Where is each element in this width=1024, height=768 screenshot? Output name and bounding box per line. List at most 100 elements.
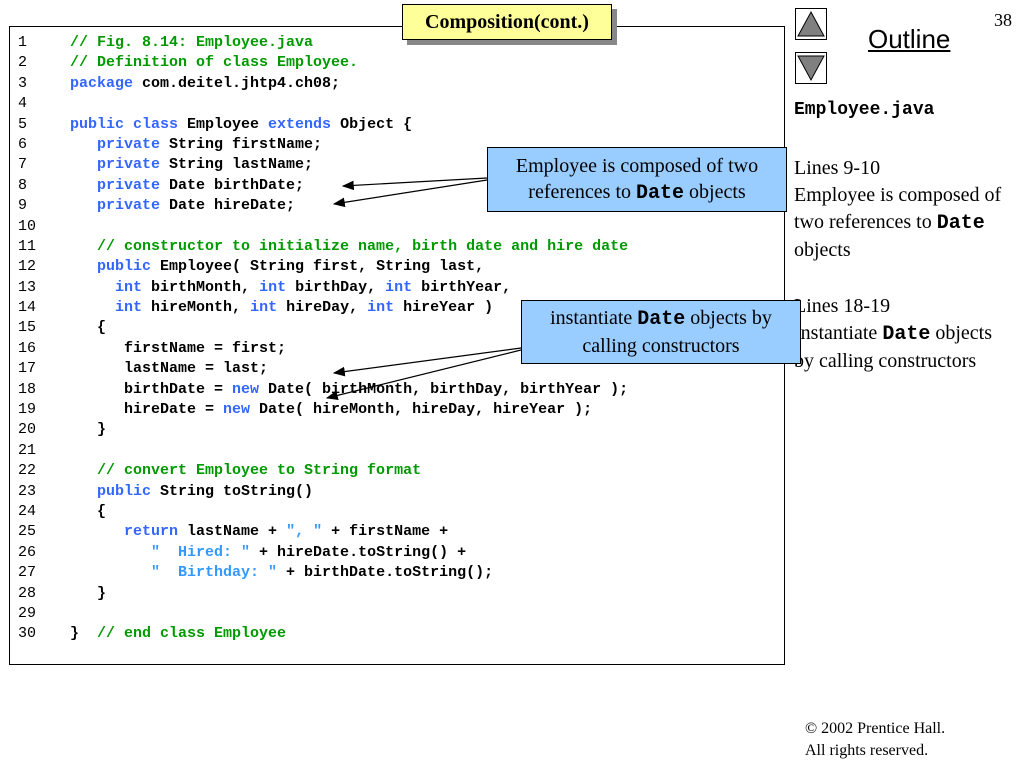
next-slide-button[interactable] — [795, 52, 827, 84]
line-number: 17 — [18, 360, 37, 378]
code-token — [70, 462, 97, 479]
line-number: 27 — [18, 564, 37, 582]
code-token: private — [97, 135, 161, 153]
code-token: private — [97, 176, 161, 194]
copyright-line-2: All rights reserved. — [805, 742, 929, 759]
line-number: 14 — [18, 299, 37, 317]
note-text: objects — [794, 239, 851, 261]
code-line: 12 public Employee( String first, String… — [10, 257, 628, 277]
line-number: 28 — [18, 584, 37, 602]
code-token: private — [97, 197, 161, 215]
line-number: 2 — [18, 54, 28, 72]
callout-instantiate: instantiate Date objects by calling cons… — [521, 300, 801, 364]
code-token — [70, 483, 97, 500]
code-token — [70, 564, 151, 581]
code-token: + birthDate.toString(); — [277, 564, 494, 582]
outline-link[interactable]: Outline — [868, 24, 951, 54]
code-listing: 1 // Fig. 8.14: Employee.java 2// Definiti… — [10, 33, 628, 645]
code-token: String lastName; — [160, 156, 314, 174]
code-line: 25 return lastName + ", " + firstName + — [10, 522, 628, 542]
callout-text: Employee is composed of two references t… — [515, 155, 759, 203]
line-number: 6 — [18, 135, 28, 153]
line-number: 16 — [18, 339, 37, 357]
code-line: 9 private Date hireDate; — [10, 196, 628, 216]
code-token: // convert Employee to String format — [97, 462, 422, 480]
code-token: hireDay, — [277, 299, 368, 317]
line-number: 11 — [18, 237, 37, 255]
code-line: 14 int hireMonth, int hireDay, int hireY… — [10, 298, 628, 318]
callout-text: objects by calling constructors — [582, 307, 772, 357]
code-token — [70, 299, 115, 316]
code-token: // constructor to initialize name, birth… — [97, 237, 629, 255]
code-token: return — [124, 523, 179, 541]
code-token: package — [70, 74, 134, 92]
code-token: birthDate = — [70, 380, 233, 398]
previous-slide-button[interactable] — [795, 8, 827, 40]
line-number: 13 — [18, 278, 37, 296]
code-token: hireMonth, — [142, 299, 251, 317]
code-line: 10 — [10, 217, 628, 237]
code-token: hireYear ) — [394, 299, 494, 317]
triangle-down-icon — [797, 55, 825, 82]
code-token: Date( hireMonth, hireDay, hireYear ); — [250, 401, 593, 419]
code-line: 28 } — [10, 584, 628, 604]
code-token: lastName + — [178, 523, 287, 541]
code-token: " Hired: " — [151, 543, 251, 561]
code-token: + hireDate.toString() + — [250, 543, 467, 561]
code-line: 17 lastName = last; — [10, 359, 628, 379]
code-token: public — [97, 482, 152, 500]
line-number: 19 — [18, 401, 37, 419]
code-token: // end class Employee — [97, 625, 287, 643]
code-line: 7 private String lastName; — [10, 155, 628, 175]
copyright-notice: © 2002 Prentice Hall. All rights reserve… — [805, 718, 945, 762]
code-line: 11 // constructor to initialize name, bi… — [10, 237, 628, 257]
code-line: 15 { — [10, 318, 628, 338]
line-number: 8 — [18, 176, 28, 194]
code-line: 2// Definition of class Employee. — [10, 53, 628, 73]
code-token: int — [385, 278, 413, 296]
code-token: int — [367, 299, 395, 317]
code-line: 16 firstName = first; — [10, 339, 628, 359]
code-token: ", " — [286, 523, 323, 541]
code-line: 20 } — [10, 420, 628, 440]
note-description: Employee is composed of two references t… — [794, 182, 1016, 264]
callout-composed: Employee is composed of two references t… — [487, 147, 787, 212]
code-token: public class — [70, 115, 179, 133]
code-token: hireDate = — [70, 401, 224, 419]
code-line: 13 int birthMonth, int birthDay, int bir… — [10, 278, 628, 298]
sidebar-note-lines-18-19: Lines 18-19 Instantiate Date objects by … — [794, 293, 1016, 375]
code-token — [70, 523, 124, 540]
code-token — [70, 258, 97, 275]
code-token: birthDay, — [286, 278, 386, 296]
note-line-range: Lines 18-19 — [794, 295, 891, 317]
code-line: 24 { — [10, 502, 628, 522]
code-token — [70, 544, 151, 561]
code-token: int — [259, 278, 287, 296]
code-token: Date birthDate; — [160, 176, 305, 194]
code-line: 19 hireDate = new Date( hireMonth, hireD… — [10, 400, 628, 420]
code-token: birthMonth, — [142, 278, 260, 296]
note-description: Instantiate Date objects by calling cons… — [794, 320, 1016, 375]
copyright-symbol: © — [805, 720, 818, 737]
code-token: Object { — [331, 115, 413, 133]
code-token: } — [70, 421, 107, 439]
callout-code: Date — [636, 182, 685, 205]
code-token: { — [70, 502, 107, 520]
line-number: 20 — [18, 421, 37, 439]
line-number: 18 — [18, 380, 37, 398]
code-token: // Fig. 8.14: Employee.java — [70, 34, 314, 51]
triangle-up-icon — [797, 10, 825, 37]
sidebar-note-lines-9-10: Lines 9-10 Employee is composed of two r… — [794, 155, 1016, 264]
line-number: 12 — [18, 258, 37, 276]
line-number: 1 — [18, 34, 28, 51]
code-token: public — [97, 258, 152, 276]
code-line: 8 private Date birthDate; — [10, 176, 628, 196]
code-line: 21 — [10, 441, 628, 461]
note-code: Date — [936, 212, 985, 235]
code-line: 26 " Hired: " + hireDate.toString() + — [10, 543, 628, 563]
note-code: Date — [882, 323, 931, 346]
code-token: new — [232, 380, 260, 398]
line-number: 21 — [18, 441, 37, 459]
code-token — [70, 136, 97, 153]
